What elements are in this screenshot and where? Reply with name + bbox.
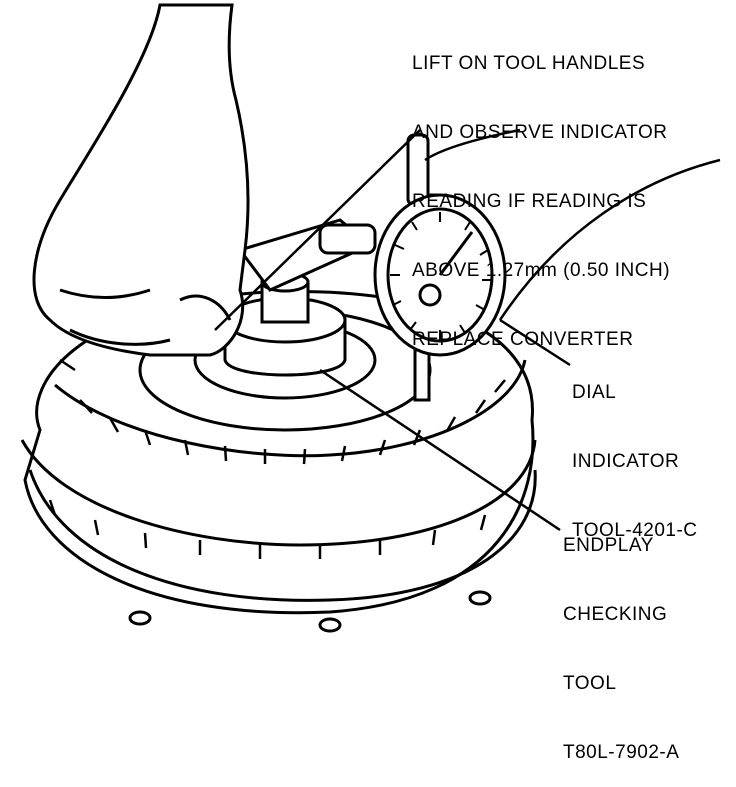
converter-vent-slots [48,358,506,559]
converter-face [54,359,527,458]
endplay-tool-line-3: TOOL [563,673,617,694]
leader-instruction-2 [424,128,521,162]
dial-indicator-callout: DIAL INDICATOR TOOL-4201-C [572,335,698,565]
endplay-tool-line-2: CHECKING [563,604,668,625]
converter-rim-seam [20,439,537,547]
leader-endplay [319,368,561,532]
converter-studs [128,590,492,633]
leader-dial [499,318,571,367]
instruction-line-3: READING IF READING IS [412,191,647,212]
dial-ticks [390,212,492,340]
instruction-line-4: ABOVE 1.27mm (0.50 INCH) [412,260,671,281]
dial-indicator-line-1: DIAL [572,382,617,403]
converter-rim-lower [28,469,537,602]
dial-indicator-line-2: INDICATOR [572,451,680,472]
leader-instruction [214,129,421,331]
endplay-tool-line-1: ENDPLAY [563,535,654,556]
instruction-line-1: LIFT ON TOOL HANDLES [412,53,646,74]
leader-lines [214,128,721,532]
torque-converter-diagram [20,3,721,633]
endplay-tool-line-4: T80L-7902-A [563,742,680,763]
instruction-line-2: AND OBSERVE INDICATOR [412,122,668,143]
instruction-callout: LIFT ON TOOL HANDLES AND OBSERVE INDICAT… [412,6,670,374]
torque-converter [20,290,537,633]
endplay-tool-callout: ENDPLAY CHECKING TOOL T80L-7902-A [563,488,679,787]
instruction-line-5: REPLACE CONVERTER [412,329,634,350]
hand-on-tool-handles [32,3,250,357]
dial-indicator-line-3: TOOL-4201-C [572,520,698,541]
leader-dial-2 [498,158,721,321]
dial-indicator [373,133,507,402]
